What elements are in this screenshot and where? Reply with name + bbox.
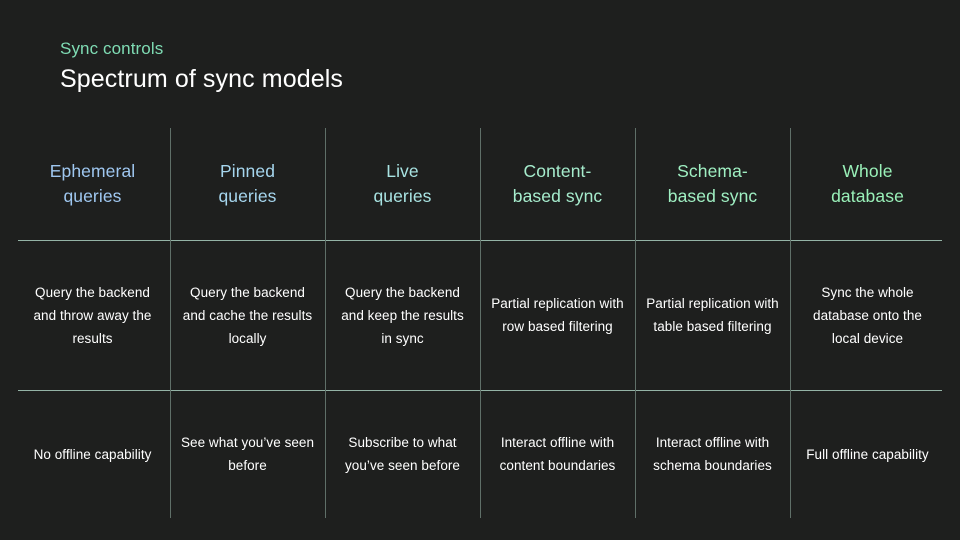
column-header-line1-2: Pinned bbox=[219, 161, 276, 181]
table-row: No offline capability bbox=[15, 390, 170, 518]
offline-cell-1: No offline capability bbox=[33, 446, 152, 462]
column-header-label-6: Whole database bbox=[831, 159, 904, 209]
description-cell-4: Partial replication with row based filte… bbox=[491, 296, 624, 334]
column-header-line1-1: Ephemeral bbox=[49, 161, 136, 181]
column-header-label-1: Ephemeral queries bbox=[50, 159, 136, 209]
table-header-cell-6: Whole database bbox=[790, 128, 945, 240]
table-row: Partial replication with row based filte… bbox=[480, 240, 635, 390]
column-header-line1-6: Whole bbox=[842, 161, 893, 181]
offline-cell-2: See what you’ve seen before bbox=[180, 435, 315, 473]
description-cell-2: Query the backend and cache the results … bbox=[182, 284, 313, 346]
table-row: Sync the whole database onto the local d… bbox=[790, 240, 945, 390]
column-header-line2-5: based sync bbox=[667, 186, 758, 206]
description-cell-6: Sync the whole database onto the local d… bbox=[813, 284, 922, 346]
table-header-cell-2: Pinned queries bbox=[170, 128, 325, 240]
slide-eyebrow: Sync controls bbox=[60, 39, 164, 58]
table-header-cell-4: Content- based sync bbox=[480, 128, 635, 240]
sync-models-table: Ephemeral queries Pinned queries Live qu… bbox=[15, 128, 945, 518]
column-header-line2-6: database bbox=[831, 186, 904, 206]
table-row: Interact offline with content boundaries bbox=[480, 390, 635, 518]
description-cell-3: Query the backend and keep the results i… bbox=[341, 284, 464, 346]
column-header-label-2: Pinned queries bbox=[218, 159, 276, 209]
description-cell-1: Query the backend and throw away the res… bbox=[33, 284, 152, 346]
column-header-label-4: Content- based sync bbox=[513, 159, 603, 209]
offline-cell-4: Interact offline with content boundaries bbox=[499, 435, 616, 473]
table-row: Query the backend and cache the results … bbox=[170, 240, 325, 390]
offline-cell-6: Full offline capability bbox=[806, 446, 929, 462]
table-header-cell-3: Live queries bbox=[325, 128, 480, 240]
column-header-label-3: Live queries bbox=[373, 159, 431, 209]
table-header-cell-5: Schema- based sync bbox=[635, 128, 790, 240]
table-row: Subscribe to what you’ve seen before bbox=[325, 390, 480, 518]
description-cell-5: Partial replication with table based fil… bbox=[646, 296, 779, 334]
column-header-line1-4: Content- bbox=[523, 161, 592, 181]
table-header-cell-1: Ephemeral queries bbox=[15, 128, 170, 240]
page-title: Spectrum of sync models bbox=[60, 65, 343, 93]
table-row: See what you’ve seen before bbox=[170, 390, 325, 518]
column-header-line2-2: queries bbox=[218, 186, 277, 206]
column-header-line1-5: Schema- bbox=[677, 161, 748, 181]
column-header-line2-4: based sync bbox=[512, 186, 603, 206]
table-row: Partial replication with table based fil… bbox=[635, 240, 790, 390]
table-row: Interact offline with schema boundaries bbox=[635, 390, 790, 518]
table-row: Full offline capability bbox=[790, 390, 945, 518]
column-header-label-5: Schema- based sync bbox=[668, 159, 758, 209]
offline-cell-5: Interact offline with schema boundaries bbox=[653, 435, 772, 473]
column-header-line2-3: queries bbox=[373, 186, 432, 206]
table-row: Query the backend and throw away the res… bbox=[15, 240, 170, 390]
offline-cell-3: Subscribe to what you’ve seen before bbox=[345, 435, 460, 473]
table-row: Query the backend and keep the results i… bbox=[325, 240, 480, 390]
column-header-line2-1: queries bbox=[63, 186, 122, 206]
column-header-line1-3: Live bbox=[386, 161, 419, 181]
title-block: Sync controls Spectrum of sync models bbox=[60, 38, 343, 95]
